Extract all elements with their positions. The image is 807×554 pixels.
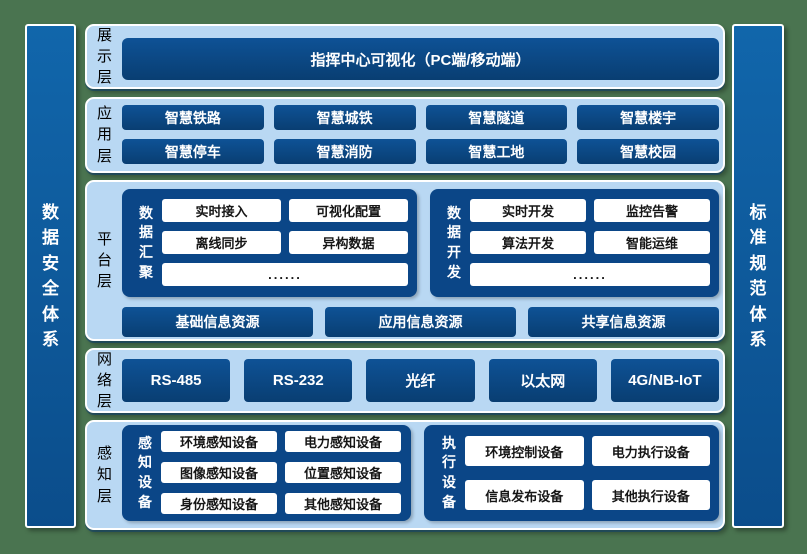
group-title-text: 执行设备	[442, 434, 456, 510]
platform-groups: 数据汇聚 实时接入 可视化配置 离线同步 异构数据 ...... 数据开发	[122, 189, 719, 297]
layer-network: 网络层 RS-485 RS-232 光纤 以太网 4G/NB-IoT	[85, 348, 725, 413]
layer-display: 展示层 指挥中心可视化（PC端/移动端）	[85, 24, 725, 89]
group-title-text: 感知设备	[138, 434, 152, 510]
app-button-smart-campus: 智慧校园	[577, 139, 719, 164]
chip-more-ellipsis: ......	[470, 263, 710, 286]
app-button-smart-worksite: 智慧工地	[425, 139, 568, 164]
app-button-smart-building: 智慧楼宇	[577, 105, 719, 130]
app-button-smart-firefighting: 智慧消防	[273, 139, 416, 164]
chip-realtime-access: 实时接入	[162, 199, 281, 222]
pillar-standards-label: 标准规范体系	[749, 202, 767, 350]
group-data-aggregation-grid: 实时接入 可视化配置 离线同步 异构数据 ......	[162, 199, 408, 287]
chip-env-control: 环境控制设备	[465, 436, 584, 466]
application-grid: 智慧铁路 智慧城铁 智慧隧道 智慧楼宇 智慧停车 智慧消防 智慧工地 智慧校园	[122, 105, 719, 164]
chip-offline-sync: 离线同步	[162, 231, 281, 254]
layer-label-text: 网络层	[96, 350, 112, 411]
group-actuator-devices-title: 执行设备	[433, 433, 465, 513]
layer-label-text: 感知层	[96, 445, 112, 505]
chip-power-sensing: 电力感知设备	[285, 431, 401, 452]
chip-more-ellipsis: ......	[162, 263, 408, 286]
chip-other-sensing: 其他感知设备	[285, 493, 401, 514]
app-button-smart-railway: 智慧铁路	[122, 105, 264, 130]
resource-basic-info: 基础信息资源	[122, 307, 313, 337]
group-actuator-devices: 执行设备 环境控制设备 电力执行设备 信息发布设备 其他执行设备	[424, 425, 719, 521]
pillar-data-security-label: 数据安全体系	[42, 202, 59, 350]
layer-platform: 平台层 数据汇聚 实时接入 可视化配置 离线同步 异构数据 ......	[85, 180, 725, 341]
chip-image-sensing: 图像感知设备	[161, 462, 277, 483]
chip-realtime-dev: 实时开发	[470, 199, 586, 222]
net-button-rs485: RS-485	[122, 359, 231, 402]
chip-env-sensing: 环境感知设备	[161, 431, 277, 452]
app-button-smart-metro: 智慧城铁	[273, 105, 416, 130]
layer-label-text: 应用层	[96, 105, 112, 165]
group-sensing-devices-title: 感知设备	[129, 431, 161, 515]
chip-other-actuator: 其他执行设备	[591, 480, 710, 510]
layer-platform-content: 数据汇聚 实时接入 可视化配置 离线同步 异构数据 ...... 数据开发	[122, 182, 723, 339]
group-data-aggregation: 数据汇聚 实时接入 可视化配置 离线同步 异构数据 ......	[122, 189, 417, 297]
chip-info-publishing: 信息发布设备	[465, 480, 584, 510]
net-button-rs232: RS-232	[244, 359, 353, 402]
chip-location-sensing: 位置感知设备	[285, 462, 401, 483]
chip-visual-config: 可视化配置	[289, 199, 408, 222]
resource-application-info: 应用信息资源	[325, 307, 516, 337]
layer-network-label: 网络层	[87, 350, 122, 411]
app-button-smart-parking: 智慧停车	[122, 139, 264, 164]
layer-platform-label: 平台层	[87, 182, 122, 339]
layer-application-label: 应用层	[87, 99, 122, 171]
pillar-standards: 标准规范体系	[732, 24, 784, 528]
platform-resources: 基础信息资源 应用信息资源 共享信息资源	[122, 307, 719, 337]
group-data-development-grid: 实时开发 监控告警 算法开发 智能运维 ......	[470, 199, 710, 287]
net-button-4g-nbiot: 4G/NB-IoT	[610, 359, 719, 402]
chip-intelligent-ops: 智能运维	[594, 231, 710, 254]
chip-heterogeneous-data: 异构数据	[289, 231, 408, 254]
layer-label-text: 平台层	[96, 230, 112, 291]
network-grid: RS-485 RS-232 光纤 以太网 4G/NB-IoT	[122, 359, 719, 402]
layer-perception: 感知层 感知设备 环境感知设备 电力感知设备 图像感知设备 位置感知设备 身份感…	[85, 420, 725, 530]
layer-label-text: 展示层	[96, 26, 112, 87]
chip-power-actuator: 电力执行设备	[591, 436, 710, 466]
perception-groups: 感知设备 环境感知设备 电力感知设备 图像感知设备 位置感知设备 身份感知设备 …	[122, 425, 719, 521]
layer-application: 应用层 智慧铁路 智慧城铁 智慧隧道 智慧楼宇 智慧停车 智慧消防 智慧工地 智…	[85, 97, 725, 173]
command-center-banner: 指挥中心可视化（PC端/移动端）	[122, 38, 719, 80]
group-data-aggregation-title: 数据汇聚	[130, 199, 162, 287]
net-button-fiber: 光纤	[366, 359, 475, 402]
layer-display-label: 展示层	[87, 26, 122, 87]
group-actuator-devices-grid: 环境控制设备 电力执行设备 信息发布设备 其他执行设备	[465, 433, 710, 513]
resource-shared-info: 共享信息资源	[528, 307, 719, 337]
app-button-smart-tunnel: 智慧隧道	[425, 105, 568, 130]
chip-algorithm-dev: 算法开发	[470, 231, 586, 254]
group-sensing-devices: 感知设备 环境感知设备 电力感知设备 图像感知设备 位置感知设备 身份感知设备 …	[122, 425, 411, 521]
pillar-data-security: 数据安全体系	[25, 24, 76, 528]
group-title-text: 数据汇聚	[139, 204, 153, 280]
group-data-development: 数据开发 实时开发 监控告警 算法开发 智能运维 ......	[430, 189, 719, 297]
layer-perception-label: 感知层	[87, 422, 122, 528]
layer-network-content: RS-485 RS-232 光纤 以太网 4G/NB-IoT	[122, 350, 723, 411]
layer-display-content: 指挥中心可视化（PC端/移动端）	[122, 26, 723, 87]
layer-perception-content: 感知设备 环境感知设备 电力感知设备 图像感知设备 位置感知设备 身份感知设备 …	[122, 422, 723, 528]
chip-identity-sensing: 身份感知设备	[161, 493, 277, 514]
net-button-ethernet: 以太网	[488, 359, 597, 402]
group-data-development-title: 数据开发	[438, 199, 470, 287]
chip-monitor-alert: 监控告警	[594, 199, 710, 222]
group-sensing-devices-grid: 环境感知设备 电力感知设备 图像感知设备 位置感知设备 身份感知设备 其他感知设…	[161, 431, 401, 515]
group-title-text: 数据开发	[447, 204, 461, 280]
layer-application-content: 智慧铁路 智慧城铁 智慧隧道 智慧楼宇 智慧停车 智慧消防 智慧工地 智慧校园	[122, 99, 723, 171]
